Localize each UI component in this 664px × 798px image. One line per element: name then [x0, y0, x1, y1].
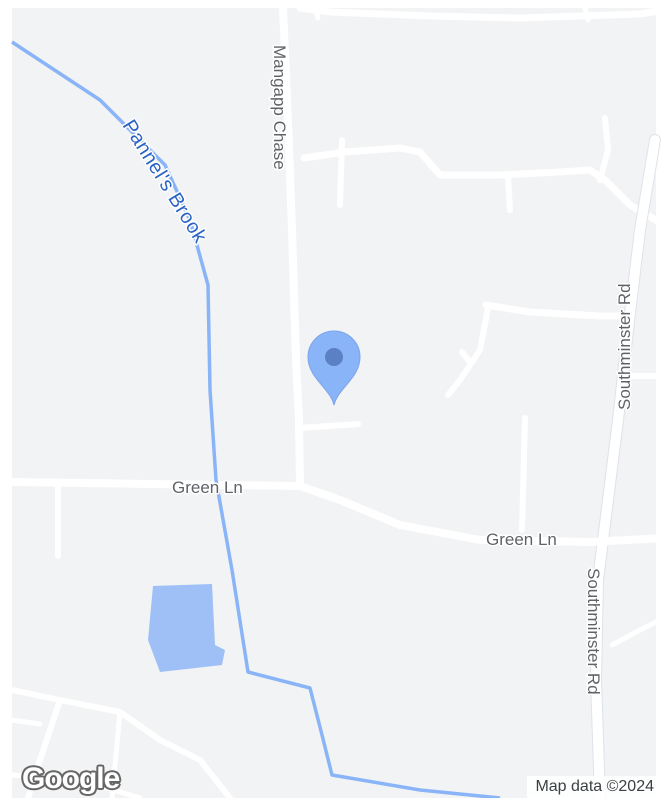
label-southminster-rd-north: Southminster Rd — [615, 283, 634, 410]
google-logo[interactable]: Google — [22, 762, 120, 795]
brook-line — [11, 40, 501, 798]
road-southminster-rd — [591, 135, 660, 798]
road-bottom — [9, 687, 233, 798]
location-pin-icon[interactable] — [307, 330, 361, 406]
road-middle-close — [482, 301, 629, 320]
road-top — [296, 4, 664, 22]
label-mangapp-chase: Mangapp Chase — [270, 45, 289, 170]
map-attribution[interactable]: Map data ©2024 — [527, 776, 664, 798]
road-upper-close — [300, 144, 664, 229]
water-features — [11, 40, 501, 798]
pond — [148, 584, 225, 672]
label-green-ln-east: Green Ln — [486, 530, 557, 549]
road-mangapp-chase — [279, 4, 304, 490]
road-network — [8, 4, 664, 798]
road-green-ln — [8, 478, 664, 546]
label-green-ln-west: Green Ln — [172, 478, 243, 497]
label-southminster-rd-south: Southminster Rd — [584, 568, 603, 695]
